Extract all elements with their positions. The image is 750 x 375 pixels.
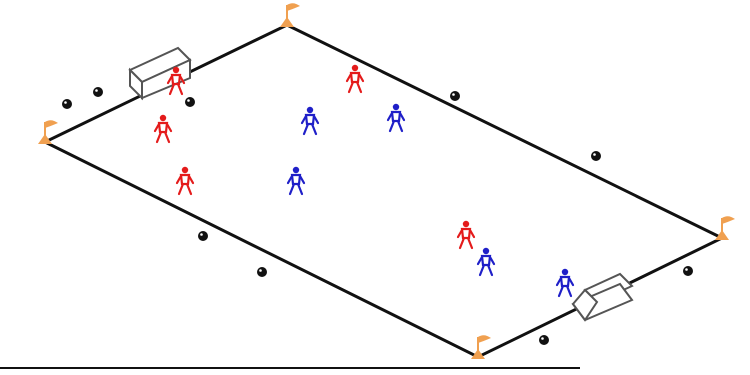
ball: [185, 97, 195, 107]
ball: [62, 99, 72, 109]
ball: [257, 267, 267, 277]
ball: [591, 151, 601, 161]
ball: [93, 87, 103, 97]
ball: [683, 266, 693, 276]
ball: [450, 91, 460, 101]
ball: [198, 231, 208, 241]
ball: [539, 335, 549, 345]
